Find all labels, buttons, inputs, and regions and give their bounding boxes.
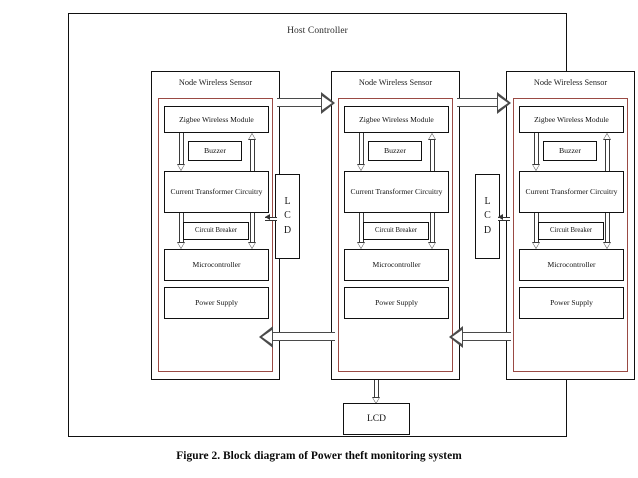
microcontroller-block: Microcontroller (344, 249, 449, 281)
arrow-up-ct-to-zigbee-icon (603, 133, 612, 171)
circuit-breaker-block: Circuit Breaker (183, 222, 249, 240)
zigbee-wireless-module-block: Zigbee Wireless Module (344, 106, 449, 133)
arrow-down-ct-to-microcontroller-right-icon (248, 213, 257, 249)
power-supply-block: Power Supply (164, 287, 269, 319)
circuit-breaker-block: Circuit Breaker (363, 222, 429, 240)
lcd-letter: D (283, 224, 292, 236)
circuit-breaker-block: Circuit Breaker (538, 222, 604, 240)
lcd-letter: C (484, 210, 491, 222)
lcd-left-connector-icon (265, 214, 277, 221)
node-inner-border (338, 98, 453, 372)
arrow-node2-to-node3-icon (457, 92, 511, 114)
node-wireless-sensor-panel-3: Node Wireless Sensor Zigbee Wireless Mod… (506, 71, 635, 380)
buzzer-block: Buzzer (543, 141, 597, 161)
node-wireless-sensor-panel-1: Node Wireless Sensor Zigbee Wireless Mod… (151, 71, 280, 380)
lcd-display-bottom: LCD (343, 403, 410, 435)
arrow-down-zigbee-to-ct-icon (532, 133, 541, 171)
lcd-letter: D (483, 224, 492, 236)
host-controller-title: Host Controller (287, 26, 348, 36)
lcd-letter: C (284, 210, 291, 222)
lcd-letter: L (484, 195, 491, 207)
arrow-down-zigbee-to-ct-icon (177, 133, 186, 171)
arrow-up-ct-to-zigbee-icon (248, 133, 257, 171)
arrow-down-ct-to-microcontroller-right-icon (603, 213, 612, 249)
current-transformer-circuitry-block: Current Transformer Circuitry (164, 171, 269, 213)
lcd-display-left: L C D (275, 174, 300, 259)
arrow-down-ct-to-microcontroller-right-icon (428, 213, 437, 249)
zigbee-wireless-module-block: Zigbee Wireless Module (164, 106, 269, 133)
microcontroller-block: Microcontroller (164, 249, 269, 281)
lcd-right-connector-icon (498, 214, 510, 221)
node-panel-title: Node Wireless Sensor (533, 78, 608, 87)
lcd-letter: L (284, 195, 291, 207)
zigbee-wireless-module-block: Zigbee Wireless Module (519, 106, 624, 133)
lcd-display-right: L C D (475, 174, 500, 259)
arrow-node1-to-node2-icon (277, 92, 335, 114)
arrow-down-zigbee-to-ct-icon (357, 133, 366, 171)
arrow-down-to-bottom-lcd-icon (372, 380, 381, 404)
arrow-up-ct-to-zigbee-icon (428, 133, 437, 171)
host-controller-frame: Host Controller Node Wireless Sensor Zig… (68, 13, 635, 437)
node-panel-title: Node Wireless Sensor (358, 78, 433, 87)
arrow-power-node2-to-node1-icon (259, 326, 335, 348)
microcontroller-block: Microcontroller (519, 249, 624, 281)
node-inner-border (158, 98, 273, 372)
current-transformer-circuitry-block: Current Transformer Circuitry (519, 171, 624, 213)
figure-caption: Figure 2. Block diagram of Power theft m… (176, 450, 462, 462)
buzzer-block: Buzzer (188, 141, 242, 161)
node-wireless-sensor-panel-2: Node Wireless Sensor Zigbee Wireless Mod… (331, 71, 460, 380)
arrow-power-node3-to-node2-icon (449, 326, 511, 348)
power-supply-block: Power Supply (344, 287, 449, 319)
buzzer-block: Buzzer (368, 141, 422, 161)
power-supply-block: Power Supply (519, 287, 624, 319)
node-inner-border (513, 98, 628, 372)
current-transformer-circuitry-block: Current Transformer Circuitry (344, 171, 449, 213)
node-panel-title: Node Wireless Sensor (178, 78, 253, 87)
